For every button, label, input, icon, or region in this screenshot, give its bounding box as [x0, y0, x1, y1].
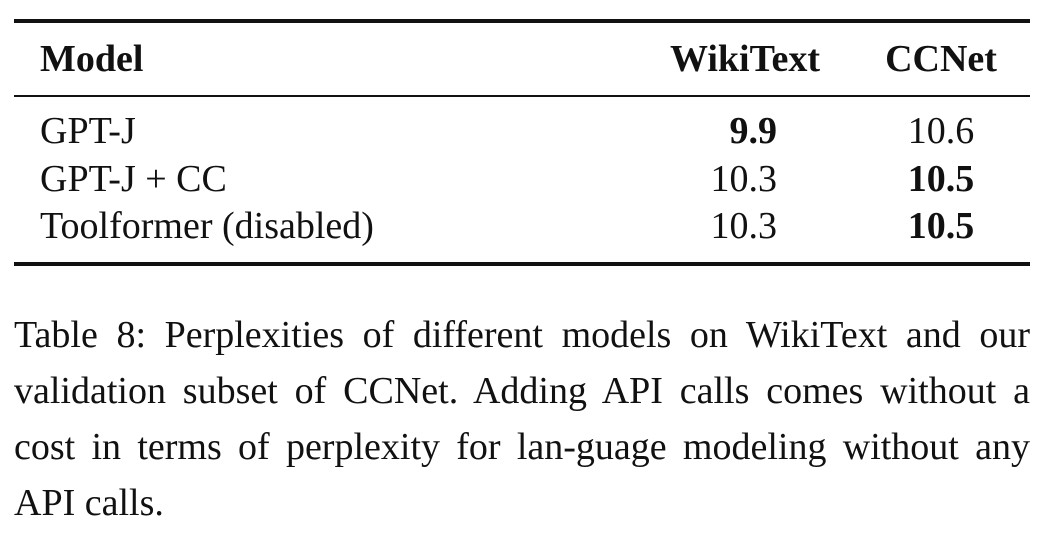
header-ccnet: CCNet	[885, 38, 997, 80]
table-bottom-rule	[14, 262, 1030, 266]
row-model-cell: GPT-J	[40, 110, 136, 152]
row-ccnet-cell: 10.5	[907, 205, 975, 247]
table-caption: Table 8: Perplexities of different model…	[14, 314, 1030, 524]
row-model-cell: Toolformer (disabled)	[40, 205, 374, 247]
row-wikitext-cell: 10.3	[710, 205, 778, 247]
header-model: Model	[40, 38, 144, 80]
table-top-rule	[14, 19, 1030, 23]
header-wikitext: WikiText	[670, 38, 820, 80]
row-model-cell: GPT-J + CC	[40, 158, 227, 200]
row-wikitext-cell: 10.3	[710, 158, 778, 200]
row-ccnet-cell: 10.6	[907, 110, 975, 152]
row-ccnet-cell: 10.5	[907, 158, 975, 200]
table-mid-rule	[14, 95, 1030, 97]
row-wikitext-cell: 9.9	[729, 110, 778, 152]
